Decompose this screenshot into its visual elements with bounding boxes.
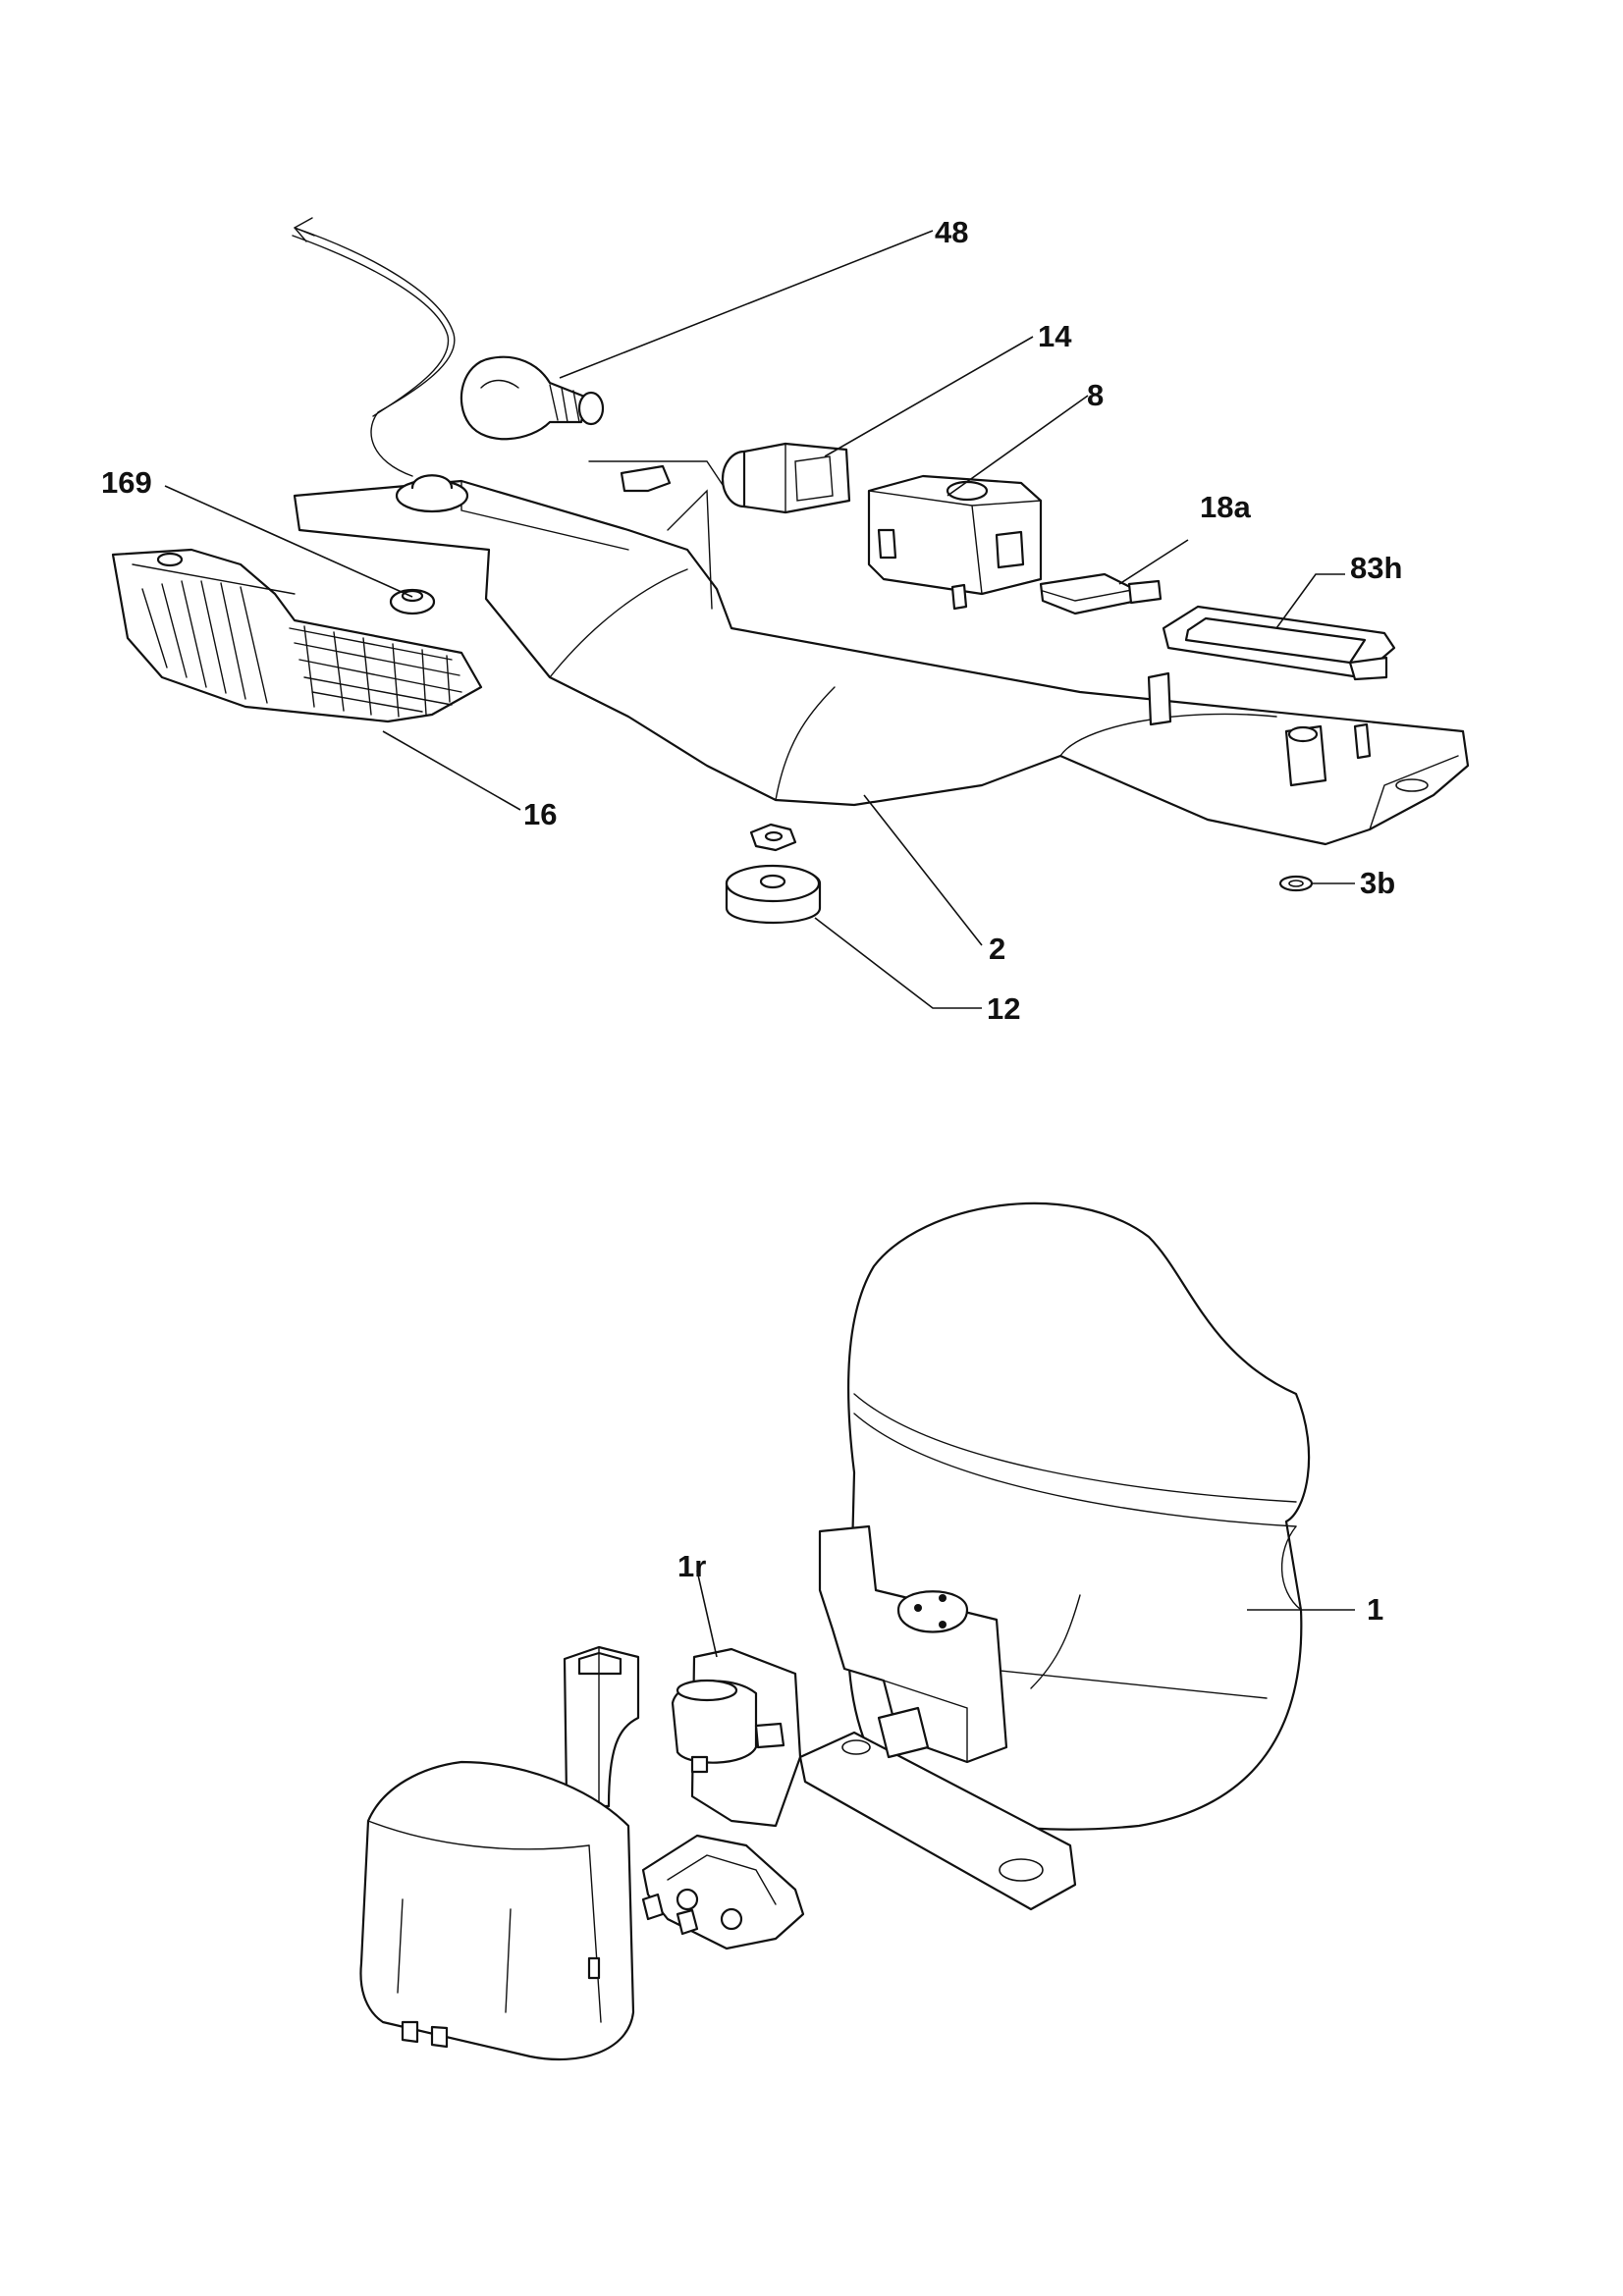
lamp-bulb-part — [460, 355, 605, 441]
cable-wire — [292, 217, 456, 477]
grommet-part — [389, 588, 436, 615]
callout-gasket-83h: 83h — [1350, 551, 1402, 585]
relay-part — [671, 1647, 802, 1828]
cover-grid — [289, 625, 462, 718]
cover-ribs — [141, 580, 268, 704]
leader-lines-upper — [164, 230, 1355, 1009]
washer-part — [1278, 875, 1314, 892]
lamp-cover-part — [111, 548, 483, 723]
nut-part — [749, 823, 797, 852]
lamp-holder-part — [721, 442, 851, 514]
callout-lamp-holder-14: 14 — [1038, 319, 1072, 353]
clip-part — [620, 464, 672, 493]
callout-thermostat-8: 8 — [1087, 378, 1104, 412]
callout-switch-18a: 18a — [1200, 490, 1251, 524]
terminal-socket-part — [641, 1834, 805, 1950]
knob-part — [725, 864, 822, 925]
callout-nut-2: 2 — [989, 932, 1005, 966]
housing-part — [293, 460, 1470, 846]
leader-lines-lower — [696, 1570, 1355, 1658]
callout-washer-3b: 3b — [1360, 866, 1395, 900]
callout-knob-12: 12 — [987, 991, 1020, 1026]
terminal-bracket-part — [818, 1524, 1008, 1764]
callout-lamp-48: 48 — [935, 215, 968, 249]
terminal-cover-part — [359, 1760, 635, 2061]
callout-grommet-169: 169 — [101, 465, 152, 500]
switch-part — [1039, 572, 1163, 615]
callout-lamp-cover-16: 16 — [523, 797, 557, 831]
relay-sleeve-part — [563, 1645, 640, 1808]
mounting-foot-part — [798, 1731, 1077, 1911]
callout-compressor-1: 1 — [1367, 1592, 1383, 1627]
thermostat-part — [867, 474, 1043, 611]
gasket-frame-part — [1162, 605, 1396, 681]
callout-relay-1r: 1r — [677, 1549, 706, 1583]
